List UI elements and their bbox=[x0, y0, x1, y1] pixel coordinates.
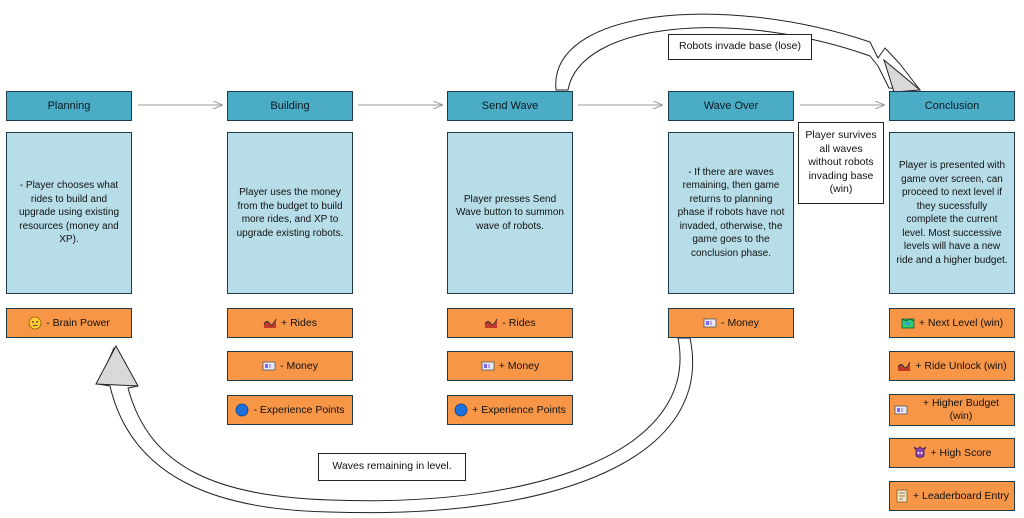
money-icon bbox=[262, 359, 276, 373]
resource-rides-minus: - Rides bbox=[447, 308, 573, 338]
resource-high-score: + High Score bbox=[889, 438, 1015, 468]
resource-label: - Money bbox=[280, 359, 318, 372]
rollercoaster-icon bbox=[897, 359, 911, 373]
curved-arrow-waves-remaining bbox=[97, 337, 694, 514]
resource-xp-minus: - Experience Points bbox=[227, 395, 353, 425]
resource-higher-budget: + Higher Budget (win) bbox=[889, 394, 1015, 426]
trophy-monster-icon bbox=[913, 446, 927, 460]
resource-label: + Higher Budget (win) bbox=[922, 397, 1000, 422]
resource-label: - Rides bbox=[502, 316, 536, 329]
resource-label: + Ride Unlock (win) bbox=[915, 359, 1007, 372]
resource-next-level: + Next Level (win) bbox=[889, 308, 1015, 338]
curved-arrow-lose bbox=[555, 13, 921, 91]
resource-brain-power: - Brain Power bbox=[6, 308, 132, 338]
rollercoaster-icon bbox=[484, 316, 498, 330]
phase-building-header: Building bbox=[227, 91, 353, 121]
scroll-icon bbox=[895, 489, 909, 503]
resource-xp-plus: + Experience Points bbox=[447, 395, 573, 425]
resource-money-plus: + Money bbox=[447, 351, 573, 381]
phase-planning-description: - Player chooses what rides to build and… bbox=[6, 132, 132, 294]
resource-label: - Brain Power bbox=[46, 316, 110, 329]
resource-rides-plus: + Rides bbox=[227, 308, 353, 338]
phase-conclusion-header: Conclusion bbox=[889, 91, 1015, 121]
phase-waveover-description: - If there are waves remaining, then gam… bbox=[668, 132, 794, 294]
resource-ride-unlock: + Ride Unlock (win) bbox=[889, 351, 1015, 381]
phase-waveover-header: Wave Over bbox=[668, 91, 794, 121]
resource-label: + High Score bbox=[930, 446, 992, 459]
phase-conclusion-description: Player is presented with game over scree… bbox=[889, 132, 1015, 294]
money-icon bbox=[894, 403, 908, 417]
curved-arrow-waves-remaining-head bbox=[95, 344, 139, 387]
resource-label: + Next Level (win) bbox=[918, 316, 1004, 329]
phase-sendwave-header: Send Wave bbox=[447, 91, 573, 121]
resource-label: - Money bbox=[721, 316, 759, 329]
resource-leaderboard-entry: + Leaderboard Entry bbox=[889, 481, 1015, 511]
note-player-survives: Player survives all waves without robots… bbox=[798, 122, 884, 204]
resource-label: + Rides bbox=[281, 316, 317, 329]
money-icon bbox=[481, 359, 495, 373]
note-waves-remaining: Waves remaining in level. bbox=[318, 453, 466, 481]
rollercoaster-icon bbox=[263, 316, 277, 330]
phase-building-description: Player uses the money from the budget to… bbox=[227, 132, 353, 294]
resource-label: + Money bbox=[498, 359, 540, 372]
blue-circle-icon bbox=[454, 403, 468, 417]
note-robots-invade: Robots invade base (lose) bbox=[668, 34, 812, 60]
resource-label: - Experience Points bbox=[253, 403, 345, 416]
money-icon bbox=[703, 316, 717, 330]
blue-circle-icon bbox=[235, 403, 249, 417]
map-icon bbox=[901, 316, 915, 330]
resource-label: + Leaderboard Entry bbox=[912, 489, 1010, 502]
phase-planning-header: Planning bbox=[6, 91, 132, 121]
thinking-face-icon bbox=[28, 316, 42, 330]
phase-sendwave-description: Player presses Send Wave button to summo… bbox=[447, 132, 573, 294]
resource-money-minus: - Money bbox=[227, 351, 353, 381]
resource-label: + Experience Points bbox=[472, 403, 566, 416]
resource-money-minus-waveover: - Money bbox=[668, 308, 794, 338]
